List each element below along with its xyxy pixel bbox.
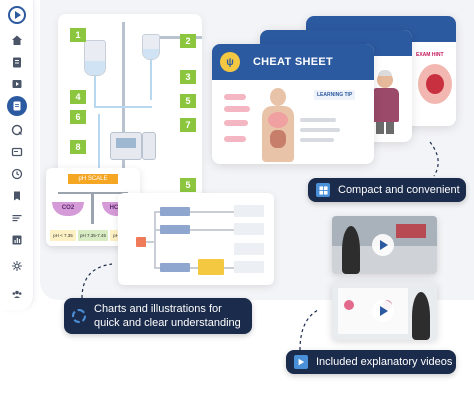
elderly-person-illustration <box>368 70 402 134</box>
exam-hint-label: EXAM HINT <box>416 52 444 58</box>
flow-leaf-node <box>234 205 264 217</box>
flow-connector <box>154 267 160 269</box>
iv-label-2: 2 <box>180 34 196 48</box>
text-placeholder <box>224 106 250 112</box>
explanatory-video-thumbnail-2[interactable] <box>332 282 437 340</box>
iv-label-7: 7 <box>180 118 196 132</box>
compact-convenient-callout: Compact and convenient <box>308 178 466 202</box>
infusion-pump <box>110 132 142 160</box>
text-placeholder <box>224 120 248 126</box>
flashcards-icon[interactable] <box>7 142 27 162</box>
iv-pole <box>122 22 125 212</box>
text-placeholder <box>224 136 246 142</box>
play-icon <box>380 240 388 250</box>
stats-icon[interactable] <box>7 230 27 250</box>
flow-connector <box>224 267 234 269</box>
text-placeholder <box>224 94 246 100</box>
clipboard-icon[interactable] <box>7 52 27 72</box>
scale-stand <box>91 192 94 224</box>
ph-range-normal: pH 7.35-7.45 <box>78 230 108 241</box>
videos-callout-text: Included explanatory videos <box>316 356 453 368</box>
compact-callout-text: Compact and convenient <box>338 184 460 196</box>
app-logo-icon[interactable] <box>8 6 26 24</box>
co2-bowl: CO2 <box>52 202 84 216</box>
flow-node <box>160 207 190 216</box>
cheat-sheet-icon[interactable] <box>7 96 27 116</box>
grid-layout-icon <box>316 183 330 197</box>
iv-label-4: 4 <box>70 90 86 104</box>
presenter-figure <box>412 292 430 340</box>
flow-connector <box>146 241 154 243</box>
iv-hanger-bar <box>150 36 202 39</box>
iv-label-5: 5 <box>180 94 196 108</box>
iv-bag-primary <box>84 40 106 76</box>
history-icon[interactable] <box>7 164 27 184</box>
charts-callout-line1: Charts and illustrations for <box>94 303 222 315</box>
bookmark-icon[interactable] <box>7 186 27 206</box>
flow-node <box>160 263 190 272</box>
flow-connector <box>154 229 160 231</box>
text-placeholder <box>300 128 340 132</box>
iv-label-6: 6 <box>70 110 86 124</box>
flow-leaf-node <box>234 243 264 255</box>
text-placeholder <box>300 138 334 142</box>
app-sidebar <box>0 0 34 310</box>
explanatory-video-thumbnail-1[interactable] <box>332 216 437 274</box>
learning-tip-label: LEARNING TIP <box>314 90 356 100</box>
play-icon <box>380 306 388 316</box>
ph-range-acidic: pH < 7.35 <box>50 230 76 241</box>
flowchart-illustration <box>118 193 274 285</box>
iv-tube <box>150 60 152 100</box>
flow-connector <box>190 229 234 231</box>
community-icon[interactable] <box>7 284 27 304</box>
notes-icon[interactable] <box>7 208 27 228</box>
charts-callout-line2: quick and clear understanding <box>94 317 241 329</box>
flow-connector <box>154 211 156 269</box>
cheat-sheet-card-front: CHEAT SHEET ψ LEARNING TIP <box>212 44 374 164</box>
charts-illustrations-callout: Charts and illustrations for quick and c… <box>64 298 252 334</box>
iv-label-3: 3 <box>180 70 196 84</box>
loading-circle-icon <box>72 309 86 323</box>
settings-icon[interactable] <box>7 256 27 276</box>
cheat-sheet-title: CHEAT SHEET <box>252 56 334 68</box>
explanatory-videos-callout: Included explanatory videos <box>286 350 456 374</box>
mouth-illustration <box>418 64 452 104</box>
cheat-sheet-logo-icon: ψ <box>220 52 240 72</box>
iv-tube <box>94 76 96 106</box>
iv-label-5-lower: 5 <box>180 178 196 192</box>
ph-scale-title: pH SCALE <box>68 174 118 184</box>
play-video-button[interactable] <box>372 234 394 256</box>
slide-panel <box>396 224 426 238</box>
flow-connector <box>190 267 198 269</box>
iv-label-8: 8 <box>70 140 86 154</box>
flow-leaf-node <box>234 223 264 235</box>
iv-tube <box>98 114 100 174</box>
flow-node <box>160 225 190 234</box>
home-icon[interactable] <box>7 30 27 50</box>
iv-label-1: 1 <box>70 28 86 42</box>
slide-graphic <box>344 300 354 310</box>
infusion-pump-module <box>142 132 156 160</box>
play-video-button[interactable] <box>372 300 394 322</box>
iv-bag-secondary <box>142 34 160 60</box>
flow-connector <box>190 211 234 213</box>
iv-tube <box>94 106 152 108</box>
flow-leaf-node <box>234 261 264 273</box>
presenter-figure <box>342 226 360 274</box>
play-square-icon <box>294 355 308 369</box>
flow-connector <box>154 211 160 213</box>
anatomy-torso-illustration <box>258 88 298 162</box>
text-placeholder <box>300 118 336 122</box>
video-library-icon[interactable] <box>7 74 27 94</box>
question-bank-icon[interactable] <box>7 120 27 140</box>
flow-highlight-node <box>198 259 224 275</box>
flow-root-node <box>136 237 146 247</box>
